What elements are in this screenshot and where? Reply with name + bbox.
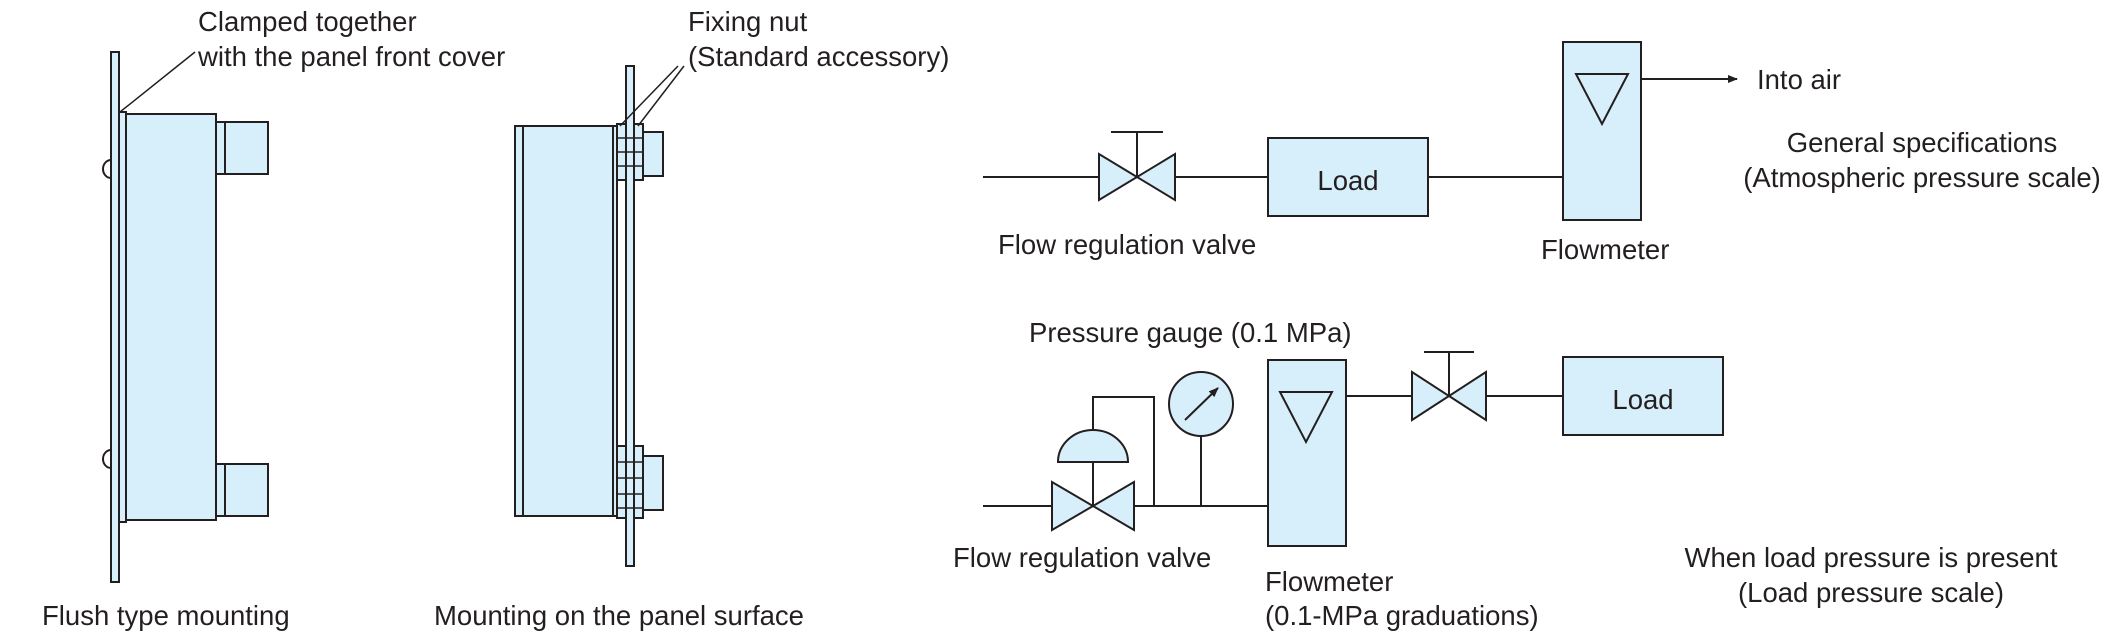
surface-connector-top	[642, 131, 664, 177]
flush-panel-bump-bottom	[102, 449, 112, 469]
flush-caption: Flush type mounting	[42, 600, 290, 631]
general-spec-line2: (Atmospheric pressure scale)	[1743, 162, 2101, 193]
surface-nut-bottom-inner	[616, 445, 627, 519]
surface-body-flange	[612, 125, 618, 517]
flush-callout-line1: Clamped together	[198, 6, 417, 37]
flush-panel-bump-top	[102, 159, 112, 179]
surface-body	[522, 125, 614, 517]
flush-connector-bottom-flange	[215, 463, 226, 517]
lp-load-label: Load	[1612, 384, 1673, 415]
general-spec-line1: General specifications	[1787, 127, 2058, 158]
lp-spec-line2: (Load pressure scale)	[1738, 577, 2004, 608]
lp-gauge-label: Pressure gauge (0.1 MPa)	[1029, 317, 1352, 348]
surface-mount-drawing	[514, 65, 685, 567]
lp-downstream-valve-left	[1411, 370, 1451, 422]
lp-valve-actuator	[1056, 429, 1130, 463]
surface-body-edge	[514, 125, 524, 517]
surface-panel	[625, 65, 635, 567]
lp-valve-left	[1051, 480, 1095, 532]
general-flowmeter-float-icon	[1574, 73, 1630, 127]
general-valve-right	[1135, 152, 1176, 202]
lp-spec-line1: When load pressure is present	[1685, 542, 2058, 573]
surface-connector-bottom	[642, 455, 664, 511]
lp-flowmeter-float-icon	[1278, 391, 1334, 445]
flush-connector-top	[224, 121, 269, 175]
surface-callout-leader-1	[619, 65, 679, 127]
surface-caption: Mounting on the panel surface	[434, 600, 804, 631]
flush-callout-leader	[119, 51, 196, 113]
lp-load-box	[1562, 356, 1724, 436]
flush-connector-bottom	[224, 463, 269, 517]
surface-nut-bottom-outer	[633, 445, 644, 519]
load-pressure-circuit	[983, 351, 1724, 547]
general-flowmeter-box	[1562, 41, 1642, 221]
lp-pilot-line	[1092, 396, 1155, 506]
flush-front-cover	[118, 111, 127, 523]
lp-flowmeter-line1: Flowmeter	[1265, 566, 1393, 597]
general-valve-label: Flow regulation valve	[998, 229, 1256, 260]
surface-callout-line2: (Standard accessory)	[688, 41, 949, 72]
flush-callout-line2: with the panel front cover	[197, 41, 505, 72]
lp-valve-label: Flow regulation valve	[953, 542, 1211, 573]
lp-gauge-needle-icon	[1184, 387, 1219, 421]
lp-valve-right	[1091, 480, 1135, 532]
general-circuit	[983, 41, 1738, 221]
lp-flowmeter-box	[1267, 359, 1347, 547]
flush-panel	[110, 51, 120, 583]
surface-callout-line1: Fixing nut	[688, 6, 808, 37]
flush-body	[125, 113, 217, 521]
general-flowmeter-label: Flowmeter	[1541, 234, 1669, 265]
flush-mount-drawing	[102, 51, 269, 583]
lp-flowmeter-line2: (0.1-MPa graduations)	[1265, 600, 1539, 631]
surface-callout-leader-2	[637, 65, 685, 127]
flush-connector-top-flange	[215, 121, 226, 175]
general-outlet-label: Into air	[1757, 64, 1841, 95]
general-valve-left	[1098, 152, 1139, 202]
lp-downstream-valve-right	[1447, 370, 1487, 422]
general-load-label: Load	[1317, 165, 1378, 196]
